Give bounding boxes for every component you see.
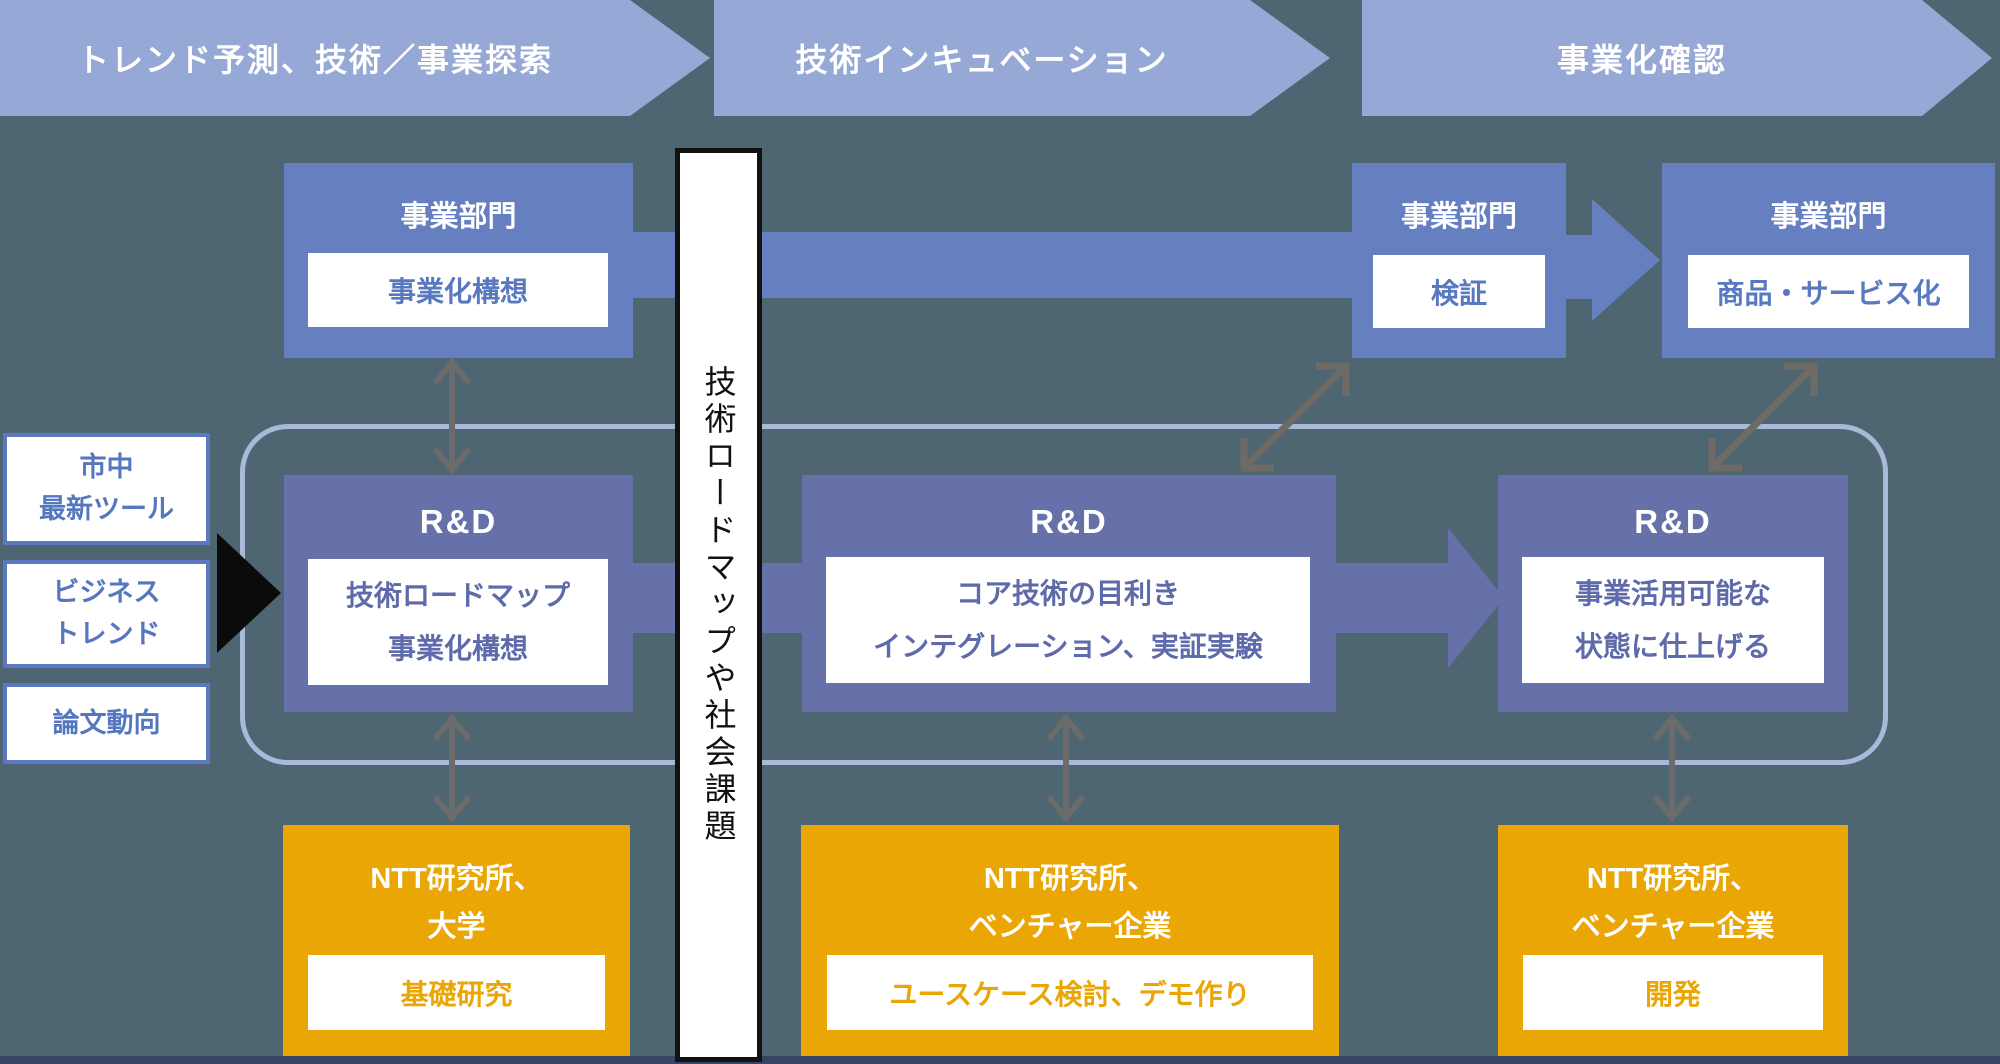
box-title: R&D xyxy=(419,503,498,540)
title-line: NTT研究所、 xyxy=(983,863,1157,895)
bottom-edge-bar xyxy=(0,1056,2000,1064)
activity-label: 開発 xyxy=(1523,955,1823,1030)
rd-box-roadmap: R&D 技術ロードマップ 事業化構想 xyxy=(284,475,633,712)
input-box-market-tools: 市中 最新ツール xyxy=(3,433,210,545)
rd-box-integration: R&D コア技術の目利き インテグレーション、実証実験 xyxy=(802,475,1336,712)
phase-arrow-trend: トレンド予測、技術／事業探索 xyxy=(0,0,710,116)
activity-label: 事業活用可能な 状態に仕上げる xyxy=(1522,557,1824,683)
business-box-concept: 事業部門 事業化構想 xyxy=(284,163,633,358)
box-title: NTT研究所、 ベンチャー企業 xyxy=(801,855,1339,951)
input-box-business-trend: ビジネス トレンド xyxy=(3,560,210,668)
input-line: 市中 xyxy=(79,452,134,483)
activity-label: 基礎研究 xyxy=(308,955,605,1030)
title-line: ベンチャー企業 xyxy=(1571,911,1775,943)
activity-line: インテグレーション、実証実験 xyxy=(873,631,1263,662)
activity-label: 検証 xyxy=(1373,255,1545,328)
box-title: 事業部門 xyxy=(1400,201,1517,233)
rd-flow-band-right xyxy=(1336,563,1450,633)
phase-label: 事業化確認 xyxy=(1556,42,1727,78)
box-title: 事業部門 xyxy=(1770,201,1887,233)
input-box-papers: 論文動向 xyxy=(3,683,210,764)
verification-to-product-arrowhead-icon xyxy=(1592,199,1660,321)
axis-label: 技術ロードマップや社会課題 xyxy=(700,364,737,846)
box-title: NTT研究所、 ベンチャー企業 xyxy=(1498,855,1848,951)
title-line: 大学 xyxy=(427,911,486,943)
input-line: 最新ツール xyxy=(39,494,174,524)
partner-box-usecase: NTT研究所、 ベンチャー企業 ユースケース検討、デモ作り xyxy=(801,825,1339,1060)
activity-label: 商品・サービス化 xyxy=(1688,255,1969,328)
input-line: トレンド xyxy=(52,619,161,649)
box-title: 事業部門 xyxy=(400,201,517,233)
box-title: R&D xyxy=(1634,503,1712,540)
activity-label: 事業化構想 xyxy=(308,253,608,327)
title-line: ベンチャー企業 xyxy=(968,911,1172,943)
activity-line: 事業活用可能な xyxy=(1574,577,1771,609)
tech-roadmap-axis-box: 技術ロードマップや社会課題 xyxy=(675,148,762,1062)
activity-line: 状態に仕上げる xyxy=(1574,631,1771,662)
title-line: NTT研究所、 xyxy=(1586,863,1760,895)
activity-line: コア技術の目利き xyxy=(955,577,1180,609)
phase-label: トレンド予測、技術／事業探索 xyxy=(76,42,553,78)
partner-box-development: NTT研究所、 ベンチャー企業 開発 xyxy=(1498,825,1848,1060)
activity-label: ユースケース検討、デモ作り xyxy=(827,955,1313,1030)
rd-box-finishing: R&D 事業活用可能な 状態に仕上げる xyxy=(1498,475,1848,712)
activity-line: 事業化構想 xyxy=(387,633,528,664)
input-line: 論文動向 xyxy=(52,707,161,738)
phase-arrow-commercialization: 事業化確認 xyxy=(1362,0,1992,116)
business-box-product: 事業部門 商品・サービス化 xyxy=(1662,163,1995,358)
title-line: NTT研究所、 xyxy=(370,863,543,895)
box-title: R&D xyxy=(1030,503,1108,540)
verification-to-product-arrow xyxy=(1566,235,1594,299)
activity-label: 技術ロードマップ 事業化構想 xyxy=(308,559,608,685)
phase-arrow-incubation: 技術インキュベーション xyxy=(714,0,1330,116)
phase-label: 技術インキュベーション xyxy=(795,42,1169,78)
input-line: ビジネス xyxy=(52,577,161,608)
activity-line: 技術ロードマップ xyxy=(345,579,570,611)
activity-label: コア技術の目利き インテグレーション、実証実験 xyxy=(826,557,1310,683)
partner-box-basic-research: NTT研究所、 大学 基礎研究 xyxy=(283,825,630,1060)
box-title: NTT研究所、 大学 xyxy=(283,855,630,951)
business-box-verification: 事業部門 検証 xyxy=(1352,163,1566,358)
